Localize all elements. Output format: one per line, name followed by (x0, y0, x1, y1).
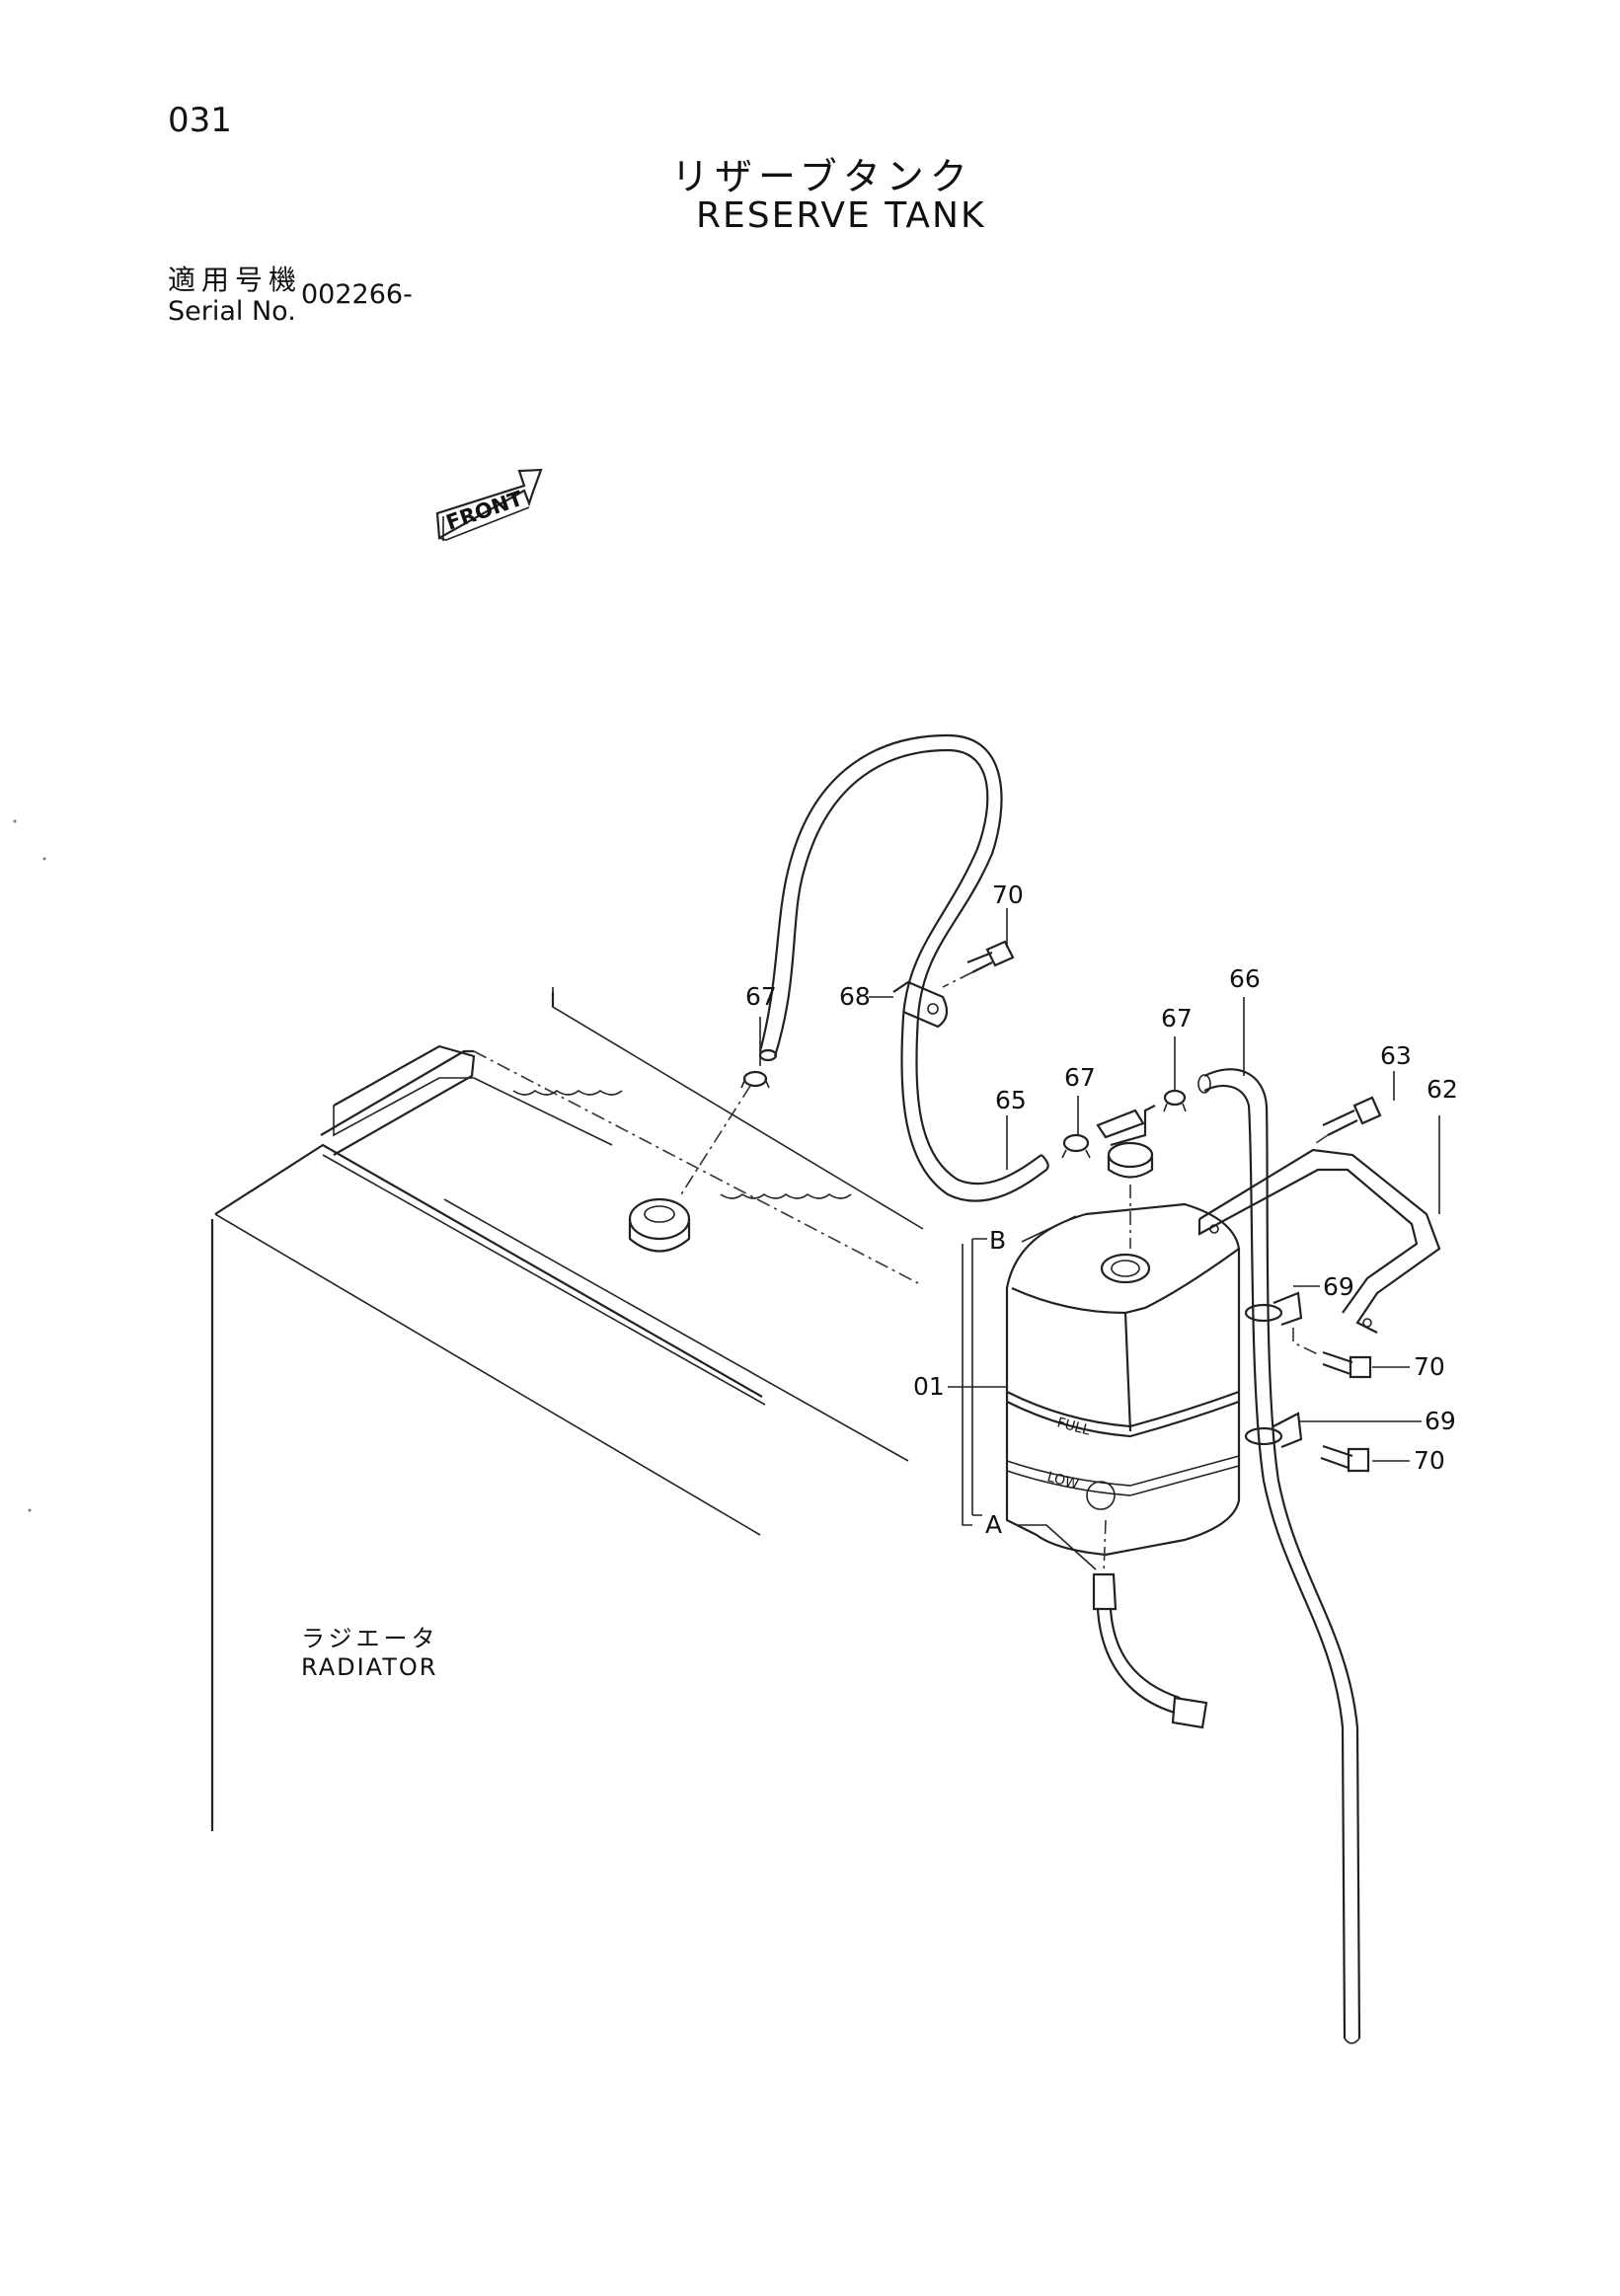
part-number-labels: 70 67 68 65 67 67 66 63 62 69 70 69 70 0… (745, 880, 1458, 1475)
part-number-62: 62 (1427, 1075, 1458, 1104)
part-number-69-lower: 69 (1425, 1407, 1456, 1435)
radiator-outline (210, 987, 924, 1831)
view-ref-a: A (985, 1510, 1002, 1539)
part-number-65: 65 (995, 1086, 1027, 1114)
clamp-69-upper (1244, 1291, 1319, 1355)
part-number-63: 63 (1380, 1041, 1412, 1070)
part-number-67-right: 67 (1161, 1004, 1193, 1033)
radiator-label-japanese: ラジエータ (301, 1625, 439, 1652)
bolt-70 (942, 940, 1015, 988)
bolt-70-lower (1320, 1444, 1370, 1473)
bolt-63 (1312, 1096, 1382, 1146)
serial-number-value: 002266- (301, 279, 413, 310)
part-number-70: 70 (992, 880, 1024, 909)
reserve-tank: FULL LOW (1005, 1202, 1241, 1557)
clamp-68 (892, 980, 949, 1029)
tank-cap (1096, 1105, 1156, 1179)
bracket-62 (1197, 1148, 1441, 1334)
title-japanese: リザーブタンク (671, 155, 973, 198)
clamp-69-lower (1244, 1412, 1303, 1449)
level-sensor (1092, 1519, 1208, 1729)
part-number-68: 68 (839, 982, 871, 1011)
part-number-70-middle: 70 (1414, 1352, 1445, 1381)
title-english: RESERVE TANK (696, 195, 986, 236)
hose-clip-67 (740, 1070, 770, 1089)
view-ref-b: B (989, 1226, 1006, 1255)
tank-low-mark: LOW (1045, 1469, 1080, 1492)
hose-65 (758, 733, 1049, 1202)
bolt-70-middle (1322, 1350, 1372, 1379)
hose-clip-67-middle (1061, 1133, 1091, 1159)
serial-label-english: Serial No. (168, 296, 296, 327)
leader-lines (759, 908, 1440, 1462)
part-number-70-lower: 70 (1414, 1446, 1445, 1475)
radiator-label-english: RADIATOR (301, 1653, 438, 1681)
part-number-66: 66 (1229, 964, 1261, 993)
page-number: 031 (168, 101, 232, 140)
hose-clip-67-right (1163, 1089, 1187, 1112)
front-arrow-label: FRONT (443, 487, 526, 535)
stray-marks (13, 819, 46, 1512)
serial-label-japanese: 適用号機 (168, 264, 303, 296)
tank-full-mark: FULL (1055, 1415, 1092, 1438)
part-number-67: 67 (745, 982, 777, 1011)
view-ref-brackets: B A (962, 1215, 1097, 1570)
part-number-69-upper: 69 (1323, 1272, 1354, 1301)
part-number-67-middle: 67 (1064, 1063, 1096, 1092)
part-number-01: 01 (913, 1372, 945, 1401)
front-arrow-icon: FRONT (435, 468, 543, 541)
hose-66 (1197, 1068, 1361, 2044)
